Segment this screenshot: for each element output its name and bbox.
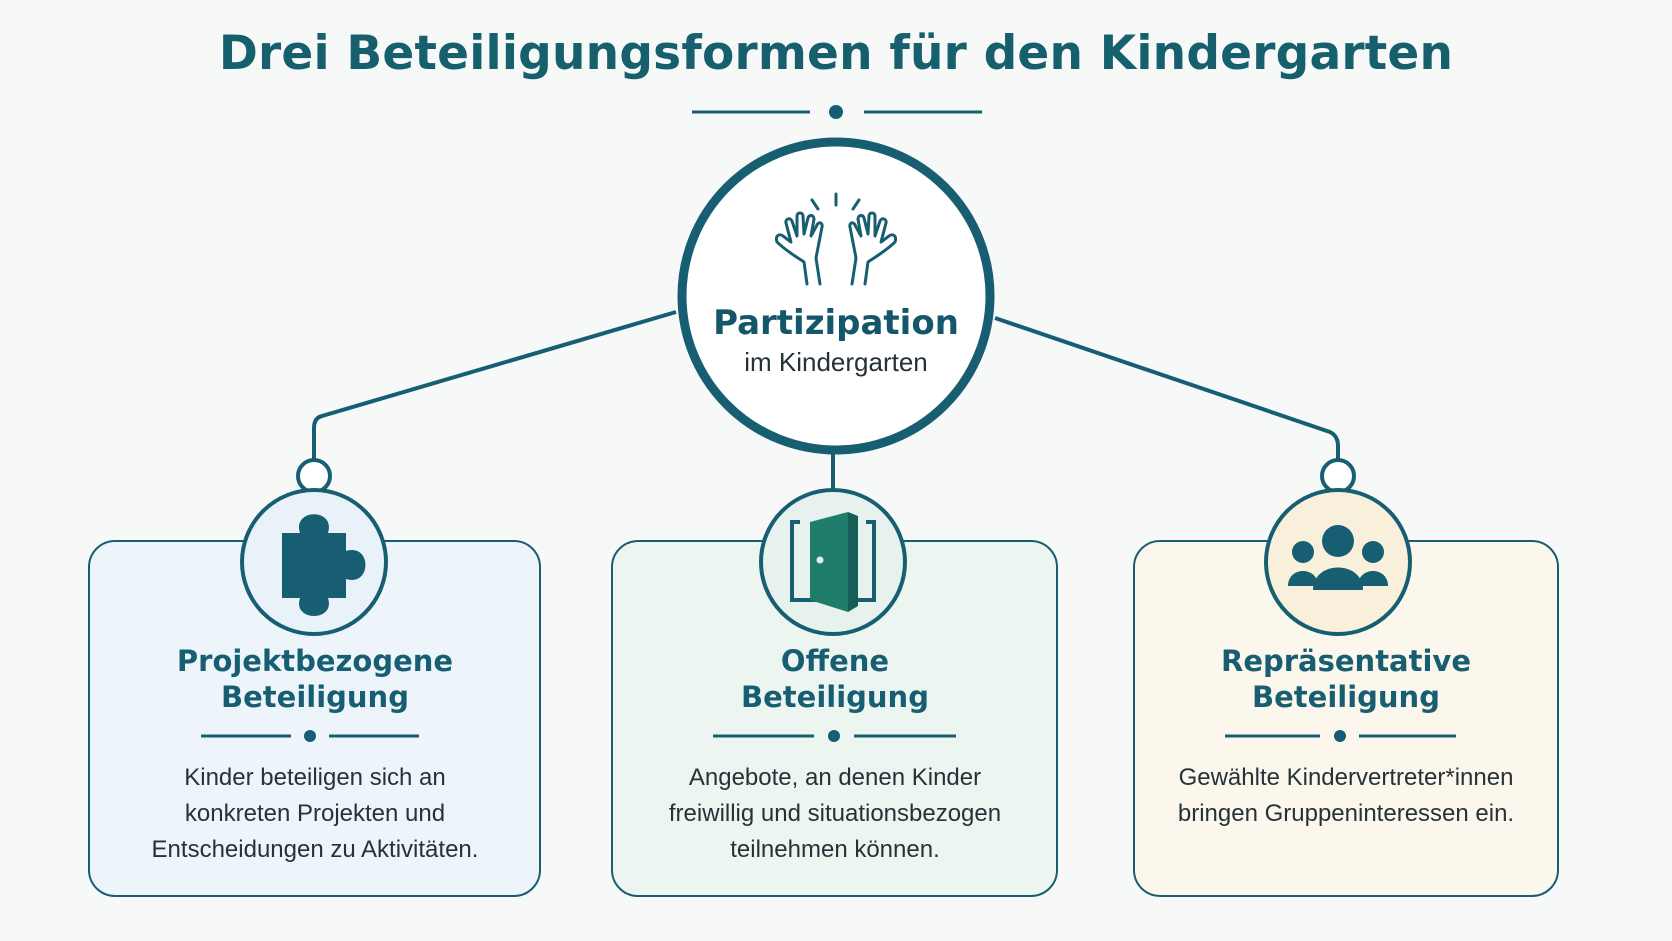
card-repr-text-line: bringen Gruppeninteressen ein. [1177, 800, 1515, 827]
card-offen-text-line: freiwillig und situationsbezogen [668, 800, 1002, 827]
card-offen-text-line: teilnehmen können. [730, 836, 940, 863]
center-node [677, 137, 995, 455]
center-subtitle: im Kindergarten [744, 347, 928, 378]
connector-nodes [296, 458, 1356, 494]
card-projekt-divider [201, 730, 419, 742]
center-label: Partizipation im Kindergarten [688, 303, 984, 378]
connector-node-left [296, 458, 332, 494]
connector-left [312, 310, 677, 460]
connector-node-right [1320, 458, 1356, 494]
card-dividers [201, 730, 1456, 742]
card-projekt-text-line: konkreten Projekten und [184, 800, 446, 827]
title-divider [692, 105, 982, 119]
card-projekt-text-line: Entscheidungen zu Aktivitäten. [151, 836, 479, 863]
card-repr-title-line: Repräsentative [1220, 644, 1471, 678]
card-repr-description: Gewählte Kindervertreter*innen bringen G… [1146, 760, 1546, 832]
cards-backgrounds [88, 540, 1559, 897]
card-projekt-text-line: Kinder beteiligen sich an [184, 764, 446, 791]
card-projekt-title-line: Projektbezogene [176, 644, 454, 678]
card-offen-divider [713, 730, 956, 742]
raised-hands-icon [775, 192, 897, 286]
center-title: Partizipation [713, 303, 959, 343]
open-door-icon [790, 512, 876, 612]
card-projekt-title: Projektbezogene Beteiligung [130, 643, 500, 715]
card-projekt-description: Kinder beteiligen sich an konkreten Proj… [108, 760, 522, 868]
card-repr-icon-circle [1264, 488, 1412, 636]
page-title: Drei Beteiligungsformen für den Kinderga… [218, 26, 1454, 81]
card-projekt-title-line: Beteiligung [221, 680, 409, 714]
card-repr-text-line: Gewählte Kindervertreter*innen [1178, 764, 1514, 791]
card-offen-description: Angebote, an denen Kinder freiwillig und… [626, 760, 1044, 868]
card-offen-title: Offene Beteiligung [650, 643, 1020, 715]
card-offen-title-line: Offene [780, 644, 890, 678]
card-repr-divider [1225, 730, 1456, 742]
connector-lines [312, 310, 1340, 490]
card-repr-title: Repräsentative Beteiligung [1160, 643, 1532, 715]
puzzle-piece-icon [282, 514, 366, 616]
card-offen-title-line: Beteiligung [741, 680, 929, 714]
connector-right [994, 316, 1340, 460]
group-icon [1288, 525, 1388, 590]
card-repr-title-line: Beteiligung [1252, 680, 1440, 714]
card-offen-text-line: Angebote, an denen Kinder [688, 764, 982, 791]
